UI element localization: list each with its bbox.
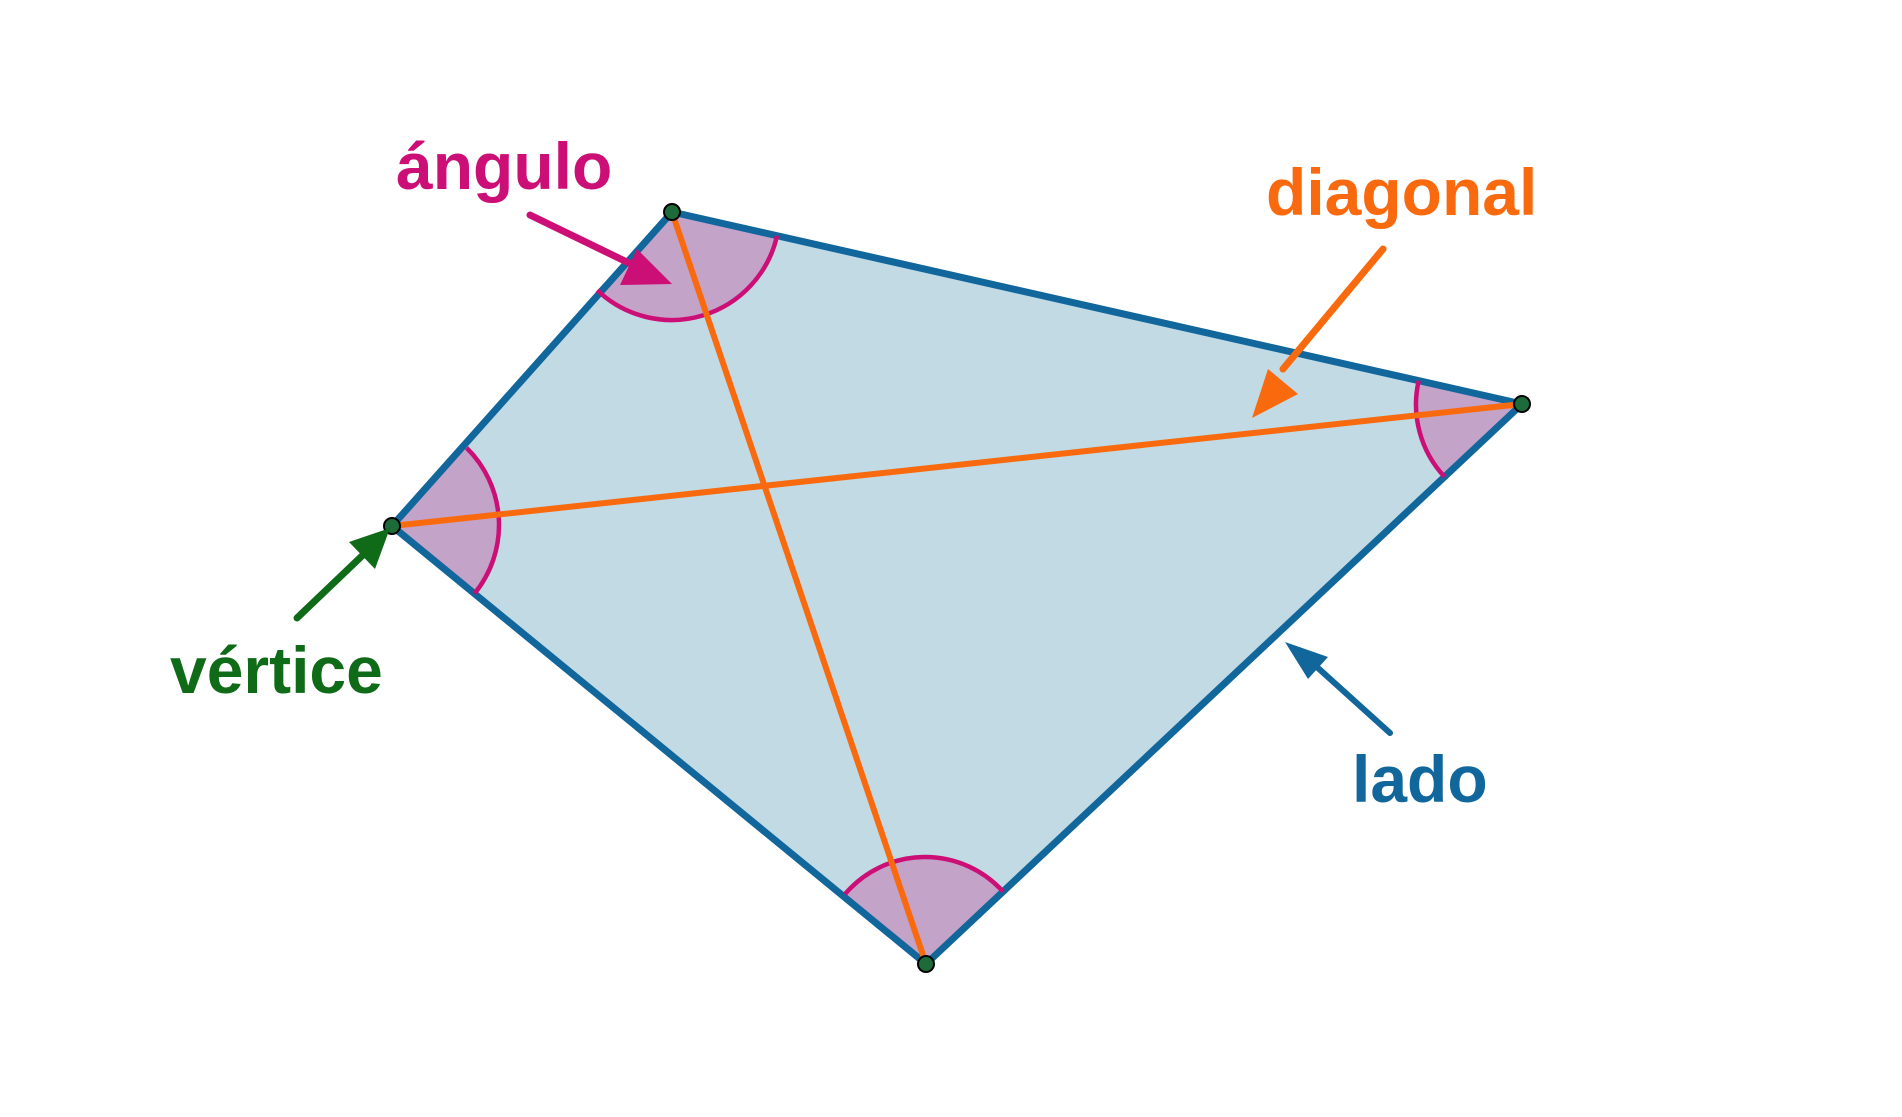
diagonal-line-2 bbox=[391, 401, 1523, 529]
angle-arc-left bbox=[465, 446, 502, 595]
vertex-arrow-head bbox=[349, 528, 390, 569]
side-arrow-head bbox=[1285, 642, 1328, 679]
diagonal-arrow-head bbox=[1252, 369, 1298, 418]
angle-arrow-head bbox=[620, 249, 672, 285]
vertex-label: vértice bbox=[170, 633, 383, 707]
angle-arc-bottom bbox=[843, 854, 1005, 896]
vertex-point-bottom bbox=[917, 955, 935, 973]
angle-arc-right bbox=[1413, 380, 1447, 479]
diagonal-label: diagonal bbox=[1266, 155, 1537, 229]
vertex-point-right bbox=[1513, 395, 1531, 413]
angle-sector-bottom bbox=[845, 857, 1003, 964]
angle-arc-top bbox=[595, 235, 780, 323]
diagonal-line-1 bbox=[669, 211, 929, 965]
quadrilateral-area bbox=[392, 212, 1522, 964]
angle-label: ángulo bbox=[396, 129, 612, 203]
diagonal-arrow-shaft bbox=[1279, 245, 1387, 373]
side-arrow-shaft bbox=[1315, 665, 1393, 736]
vertex-arrow-shaft bbox=[293, 550, 368, 622]
side-label: lado bbox=[1352, 742, 1488, 816]
angle-arrow-shaft bbox=[526, 211, 637, 269]
vertex-point-top bbox=[663, 203, 681, 221]
